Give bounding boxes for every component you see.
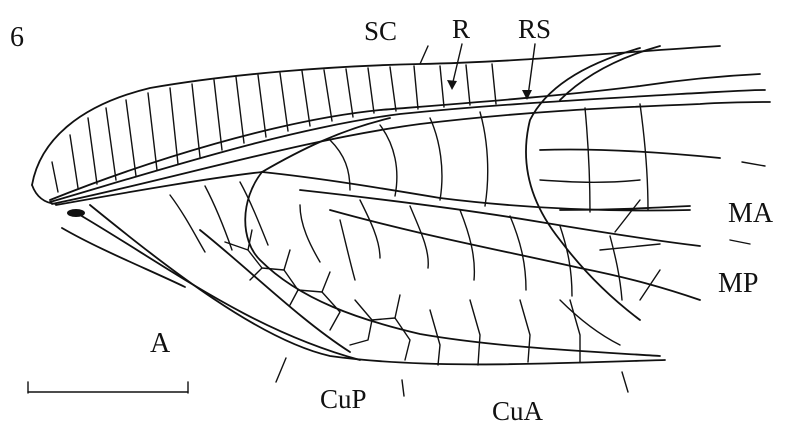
sc-leader-line: [420, 46, 428, 64]
r-leader-line: [452, 44, 462, 86]
cua-leader-line-left: [402, 380, 404, 396]
label-cua: CuA: [492, 396, 544, 426]
label-r: R: [452, 14, 470, 44]
ma-leader-line: [742, 162, 765, 166]
mp-leader-line: [730, 240, 750, 244]
figure-number: 6: [10, 22, 24, 53]
label-ma: MA: [728, 198, 774, 229]
wing-outline: [32, 46, 720, 364]
cubital-reticulation: [170, 182, 580, 365]
label-a: A: [150, 328, 171, 359]
longitudinal-veins: [50, 46, 770, 356]
cua-leader-line-right: [622, 372, 628, 392]
label-cup: CuP: [320, 384, 367, 414]
rs-leader-line: [528, 44, 535, 96]
scale-bar: [28, 382, 188, 393]
r-arrowhead: [447, 80, 457, 90]
label-mp: MP: [718, 268, 758, 299]
disc-crossveins: [330, 104, 660, 345]
cup-leader-line: [276, 358, 286, 382]
label-sc: SC: [364, 16, 397, 46]
label-rs: RS: [518, 14, 551, 44]
